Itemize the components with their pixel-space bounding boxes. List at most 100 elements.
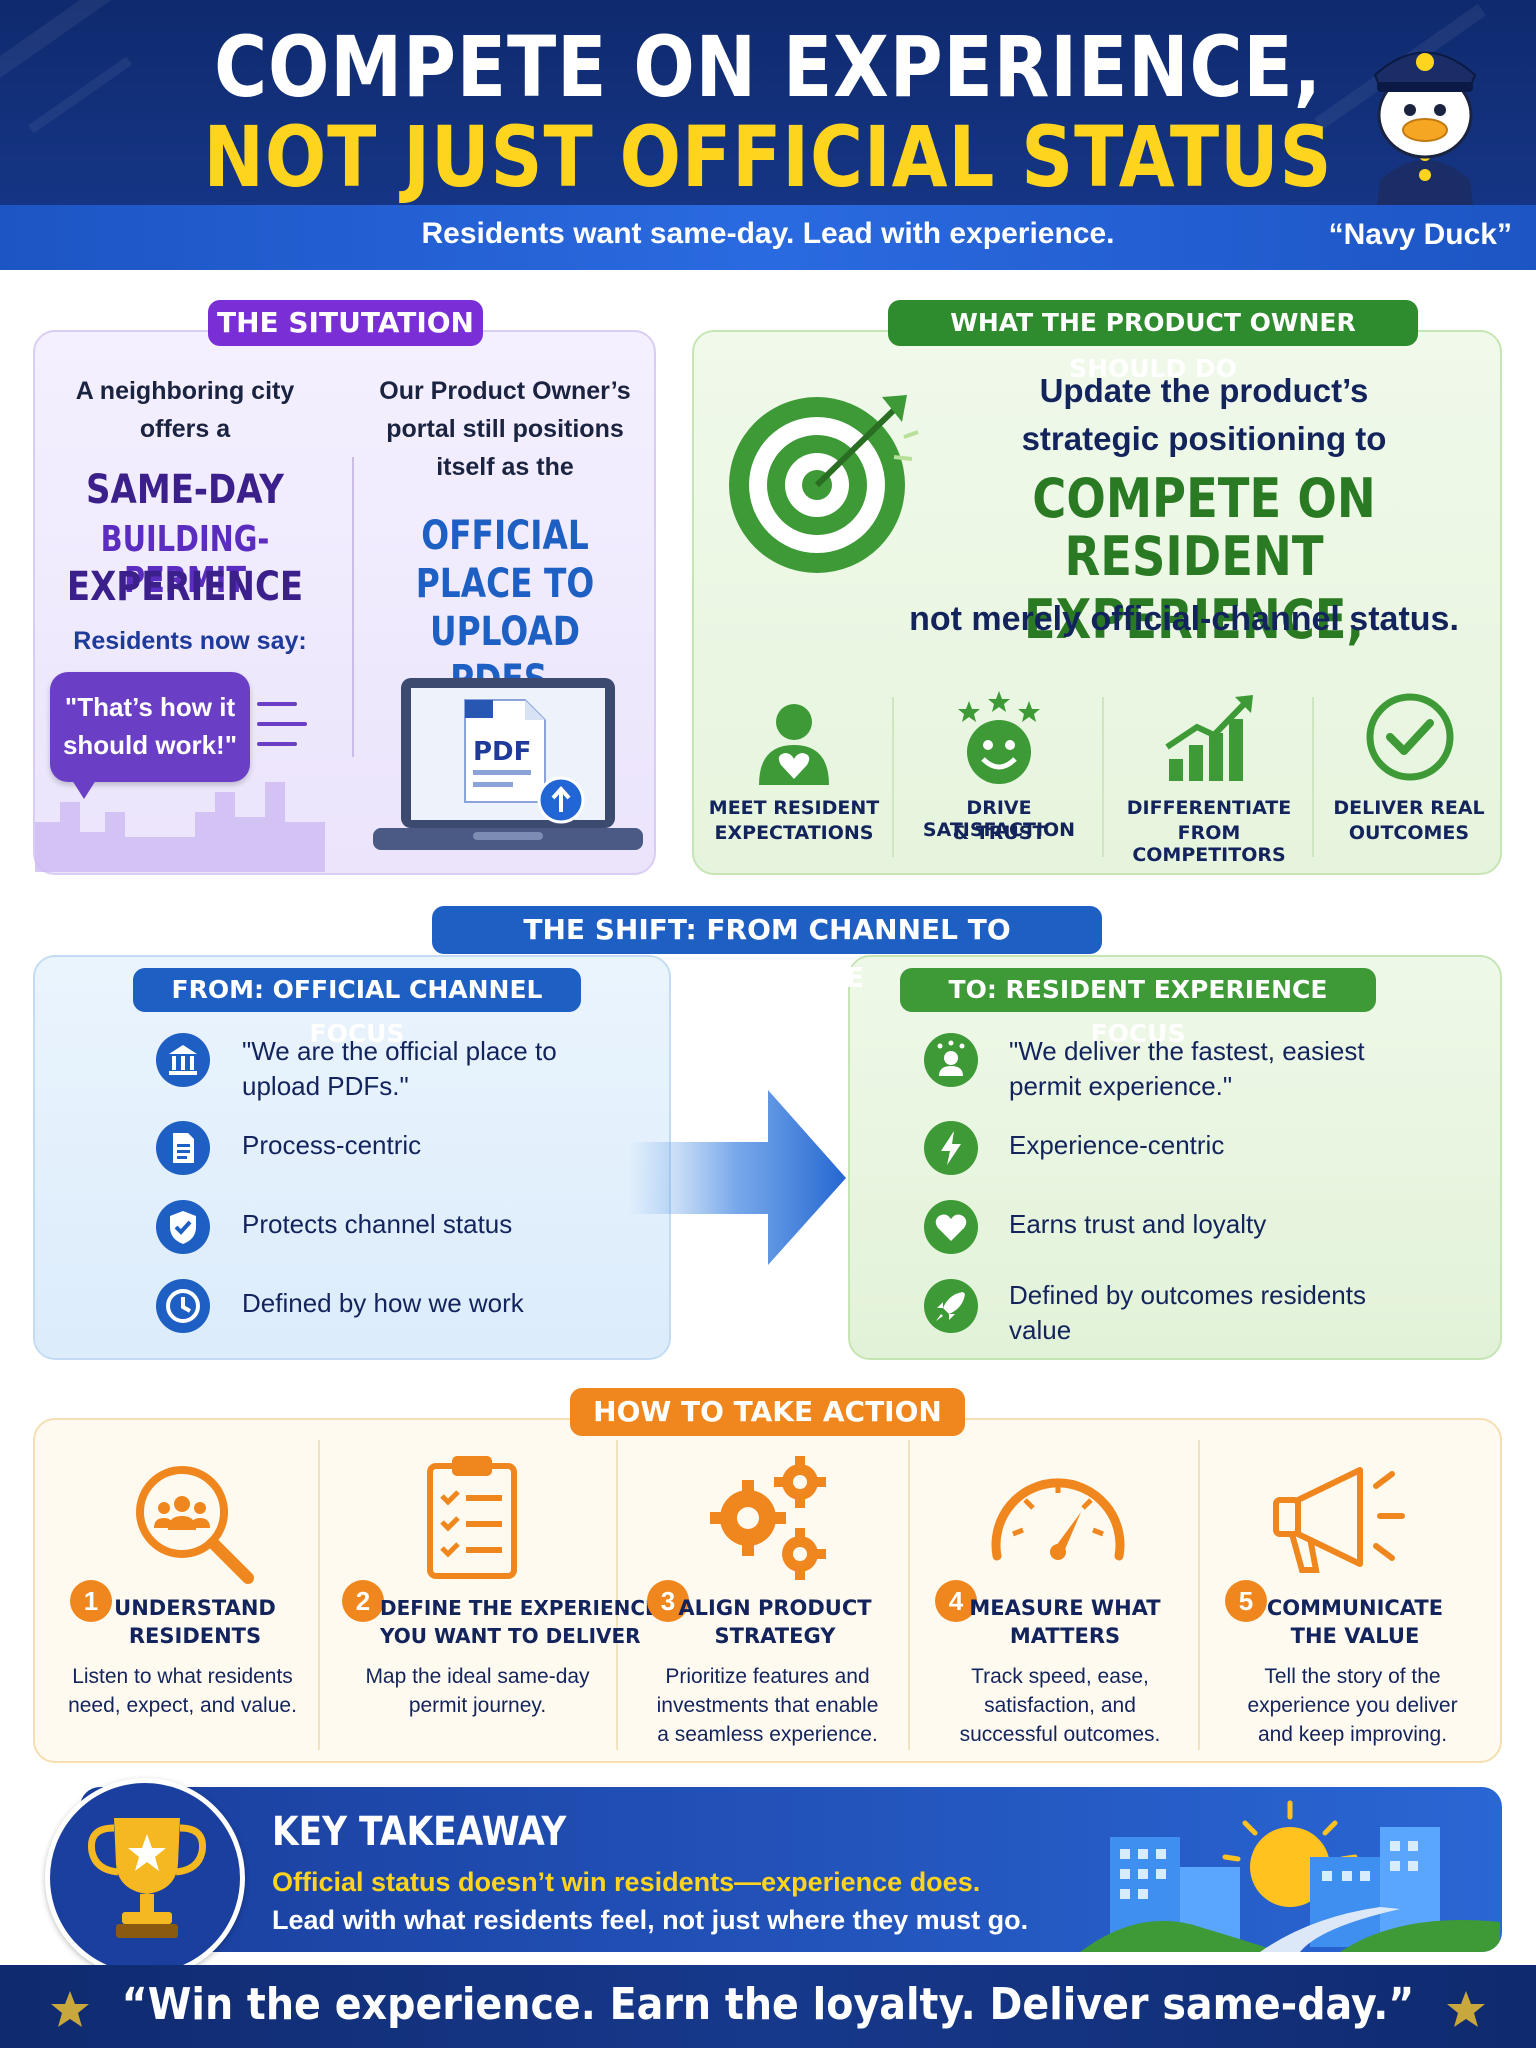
step-number: 3	[647, 1580, 689, 1622]
step-number: 1	[70, 1580, 112, 1622]
step-desc: Map the ideal same-day permit journey.	[365, 1665, 590, 1717]
pdf-label: PDF	[473, 737, 531, 767]
shift-arrow-icon	[628, 1090, 846, 1265]
heart-icon	[924, 1200, 978, 1254]
from-panel	[33, 955, 671, 1360]
step-title-2: THE VALUE	[1290, 1624, 1420, 1648]
quote-bubble: "That’s how it should work!"	[50, 672, 250, 799]
action-step: 4 MEASURE WHAT MATTERS Track speed, ease…	[915, 1440, 1200, 1750]
trophy-icon	[87, 1818, 207, 1938]
step-desc: Listen to what residents need, expect, a…	[68, 1665, 297, 1717]
from-label: FROM: OFFICIAL CHANNEL FOCUS	[133, 968, 581, 1048]
po-line-2: strategic positioning to	[1021, 420, 1387, 457]
clipboard-checklist-icon	[427, 1456, 517, 1579]
po-line-3: not merely official-channel status.	[909, 600, 1459, 638]
step-desc: Prioritize features and investments that…	[656, 1665, 879, 1746]
action-step: 5 COMMUNICATE THE VALUE Tell the story o…	[1205, 1440, 1490, 1750]
step-desc: Track speed, ease, satisfaction, and suc…	[959, 1665, 1161, 1746]
action-step: 2 DEFINE THE EXPERIENCE YOU WANT TO DELI…	[330, 1440, 659, 1750]
person-heart-icon	[759, 704, 829, 785]
to-item: Earns trust and loyalty	[923, 1199, 1483, 1259]
page-title-line-2: NOT JUST OFFICIAL STATUS	[203, 108, 1333, 206]
city-sunrise-icon	[1080, 1800, 1500, 1952]
building-icon	[156, 1033, 210, 1087]
from-item-text: "We are the official place to upload PDF…	[242, 1036, 557, 1101]
to-item-text: "We deliver the fastest, easiest permit …	[1009, 1036, 1365, 1101]
po-highlight-1: COMPETE ON	[1032, 467, 1376, 530]
to-label: TO: RESIDENT EXPERIENCE FOCUS	[900, 968, 1376, 1048]
mascot-name: “Navy Duck”	[1328, 218, 1512, 251]
situation-highlight-1: SAME-DAY	[86, 467, 284, 513]
page-title-line-1: COMPETE ON EXPERIENCE,	[214, 18, 1322, 116]
situation-highlight-3: EXPERIENCE	[66, 564, 304, 610]
takeaway-line-2: Lead with what residents feel, not just …	[272, 1905, 1029, 1935]
gears-icon	[710, 1456, 826, 1580]
subtitle: Residents want same-day. Lead with exper…	[421, 217, 1115, 250]
benefit-item: DIFFERENTIATE FROM COMPETITORS	[1104, 695, 1314, 866]
step-title-1: UNDERSTAND	[114, 1596, 276, 1620]
subtitle-bar: Residents want same-day. Lead with exper…	[0, 205, 1536, 270]
situation-right-intro: Our Product Owner’s portal still positio…	[379, 377, 631, 481]
laptop-pdf-icon: PDF	[373, 678, 643, 850]
shift-label: THE SHIFT: FROM CHANNEL TO EXPERIENCE	[432, 906, 1102, 994]
magnifier-people-icon	[136, 1466, 254, 1584]
benefit-label-2: OUTCOMES	[1348, 822, 1470, 844]
megaphone-icon	[1273, 1467, 1405, 1573]
step-title-1: ALIGN PRODUCT	[678, 1596, 872, 1620]
action-label: HOW TO TAKE ACTION	[570, 1388, 965, 1436]
benefit-item: DRIVE SATISFACTION & TRUST	[894, 691, 1104, 857]
document-icon	[156, 1121, 210, 1175]
benefit-label-1: MEET RESIDENT	[708, 797, 880, 819]
from-item-text: Defined by how we work	[242, 1288, 524, 1318]
takeaway-title: KEY TAKEAWAY	[272, 1809, 567, 1855]
to-item-text: Defined by outcomes residents value	[1009, 1280, 1366, 1345]
person-stars-icon	[924, 1033, 978, 1087]
trophy-badge	[45, 1778, 245, 1978]
star-icon	[1447, 1991, 1485, 2027]
benefit-label-1: DELIVER REAL	[1333, 797, 1485, 819]
to-item: "We deliver the fastest, easiest permit …	[923, 1030, 1483, 1101]
benefit-label-1: DRIVE SATISFACTION	[922, 797, 1076, 841]
benefit-label-2: & TRUST	[952, 822, 1046, 844]
lightning-icon	[924, 1121, 978, 1175]
product-owner-label: WHAT THE PRODUCT OWNER SHOULD DO	[888, 300, 1418, 383]
from-item-text: Protects channel status	[242, 1209, 513, 1239]
takeaway-line-1: Official status doesn’t win residents—ex…	[272, 1867, 981, 1897]
shield-check-icon	[156, 1200, 210, 1254]
situation-panel: A neighboring city offers a SAME-DAY BUI…	[33, 330, 656, 875]
from-item-text: Process-centric	[242, 1130, 422, 1160]
city-skyline-icon	[35, 782, 325, 872]
product-owner-panel: Update the product’s strategic positioni…	[692, 330, 1502, 875]
situation-highlight-2: BUILDING-PERMIT	[100, 519, 270, 601]
step-desc: Tell the story of the experience you del…	[1247, 1665, 1458, 1746]
rocket-icon	[924, 1279, 978, 1333]
step-title-2: MATTERS	[1009, 1624, 1121, 1648]
smiley-stars-icon	[958, 691, 1040, 784]
from-item: "We are the official place to upload PDF…	[155, 1030, 655, 1101]
to-item: Defined by outcomes residents value	[923, 1278, 1483, 1350]
header-banner: COMPETE ON EXPERIENCE, NOT JUST OFFICIAL…	[0, 0, 1536, 270]
to-item: Experience-centric	[923, 1120, 1483, 1180]
navy-duck-mascot-icon	[1373, 51, 1477, 205]
target-arrow-icon	[729, 395, 919, 573]
star-icon	[51, 1991, 89, 2027]
clock-icon	[156, 1279, 210, 1333]
po-line-1: Update the product’s	[934, 372, 1474, 410]
step-title-2: STRATEGY	[714, 1624, 836, 1648]
step-title-1: MEASURE WHAT	[969, 1596, 1161, 1620]
footer-banner: “Win the experience. Earn the loyalty. D…	[0, 1965, 1536, 2048]
step-title-2: RESIDENTS	[128, 1624, 262, 1648]
step-number: 4	[935, 1580, 977, 1622]
benefit-item: DELIVER REAL OUTCOMES	[1314, 693, 1504, 857]
benefit-label-1: DIFFERENTIATE	[1126, 797, 1292, 819]
to-item-text: Earns trust and loyalty	[1009, 1209, 1267, 1239]
to-item-text: Experience-centric	[1009, 1130, 1225, 1160]
from-item: Process-centric	[155, 1120, 655, 1180]
residents-say-label: Residents now say:	[73, 627, 307, 655]
benefit-label-2: EXPECTATIONS	[714, 822, 874, 844]
from-item: Protects channel status	[155, 1199, 655, 1259]
quote-text: "That’s how it should work!"	[62, 692, 238, 760]
takeaway-banner: KEY TAKEAWAY Official status doesn’t win…	[80, 1787, 1502, 1952]
step-title-1: DEFINE THE EXPERIENCE	[380, 1596, 659, 1620]
speedometer-icon	[991, 1478, 1125, 1561]
